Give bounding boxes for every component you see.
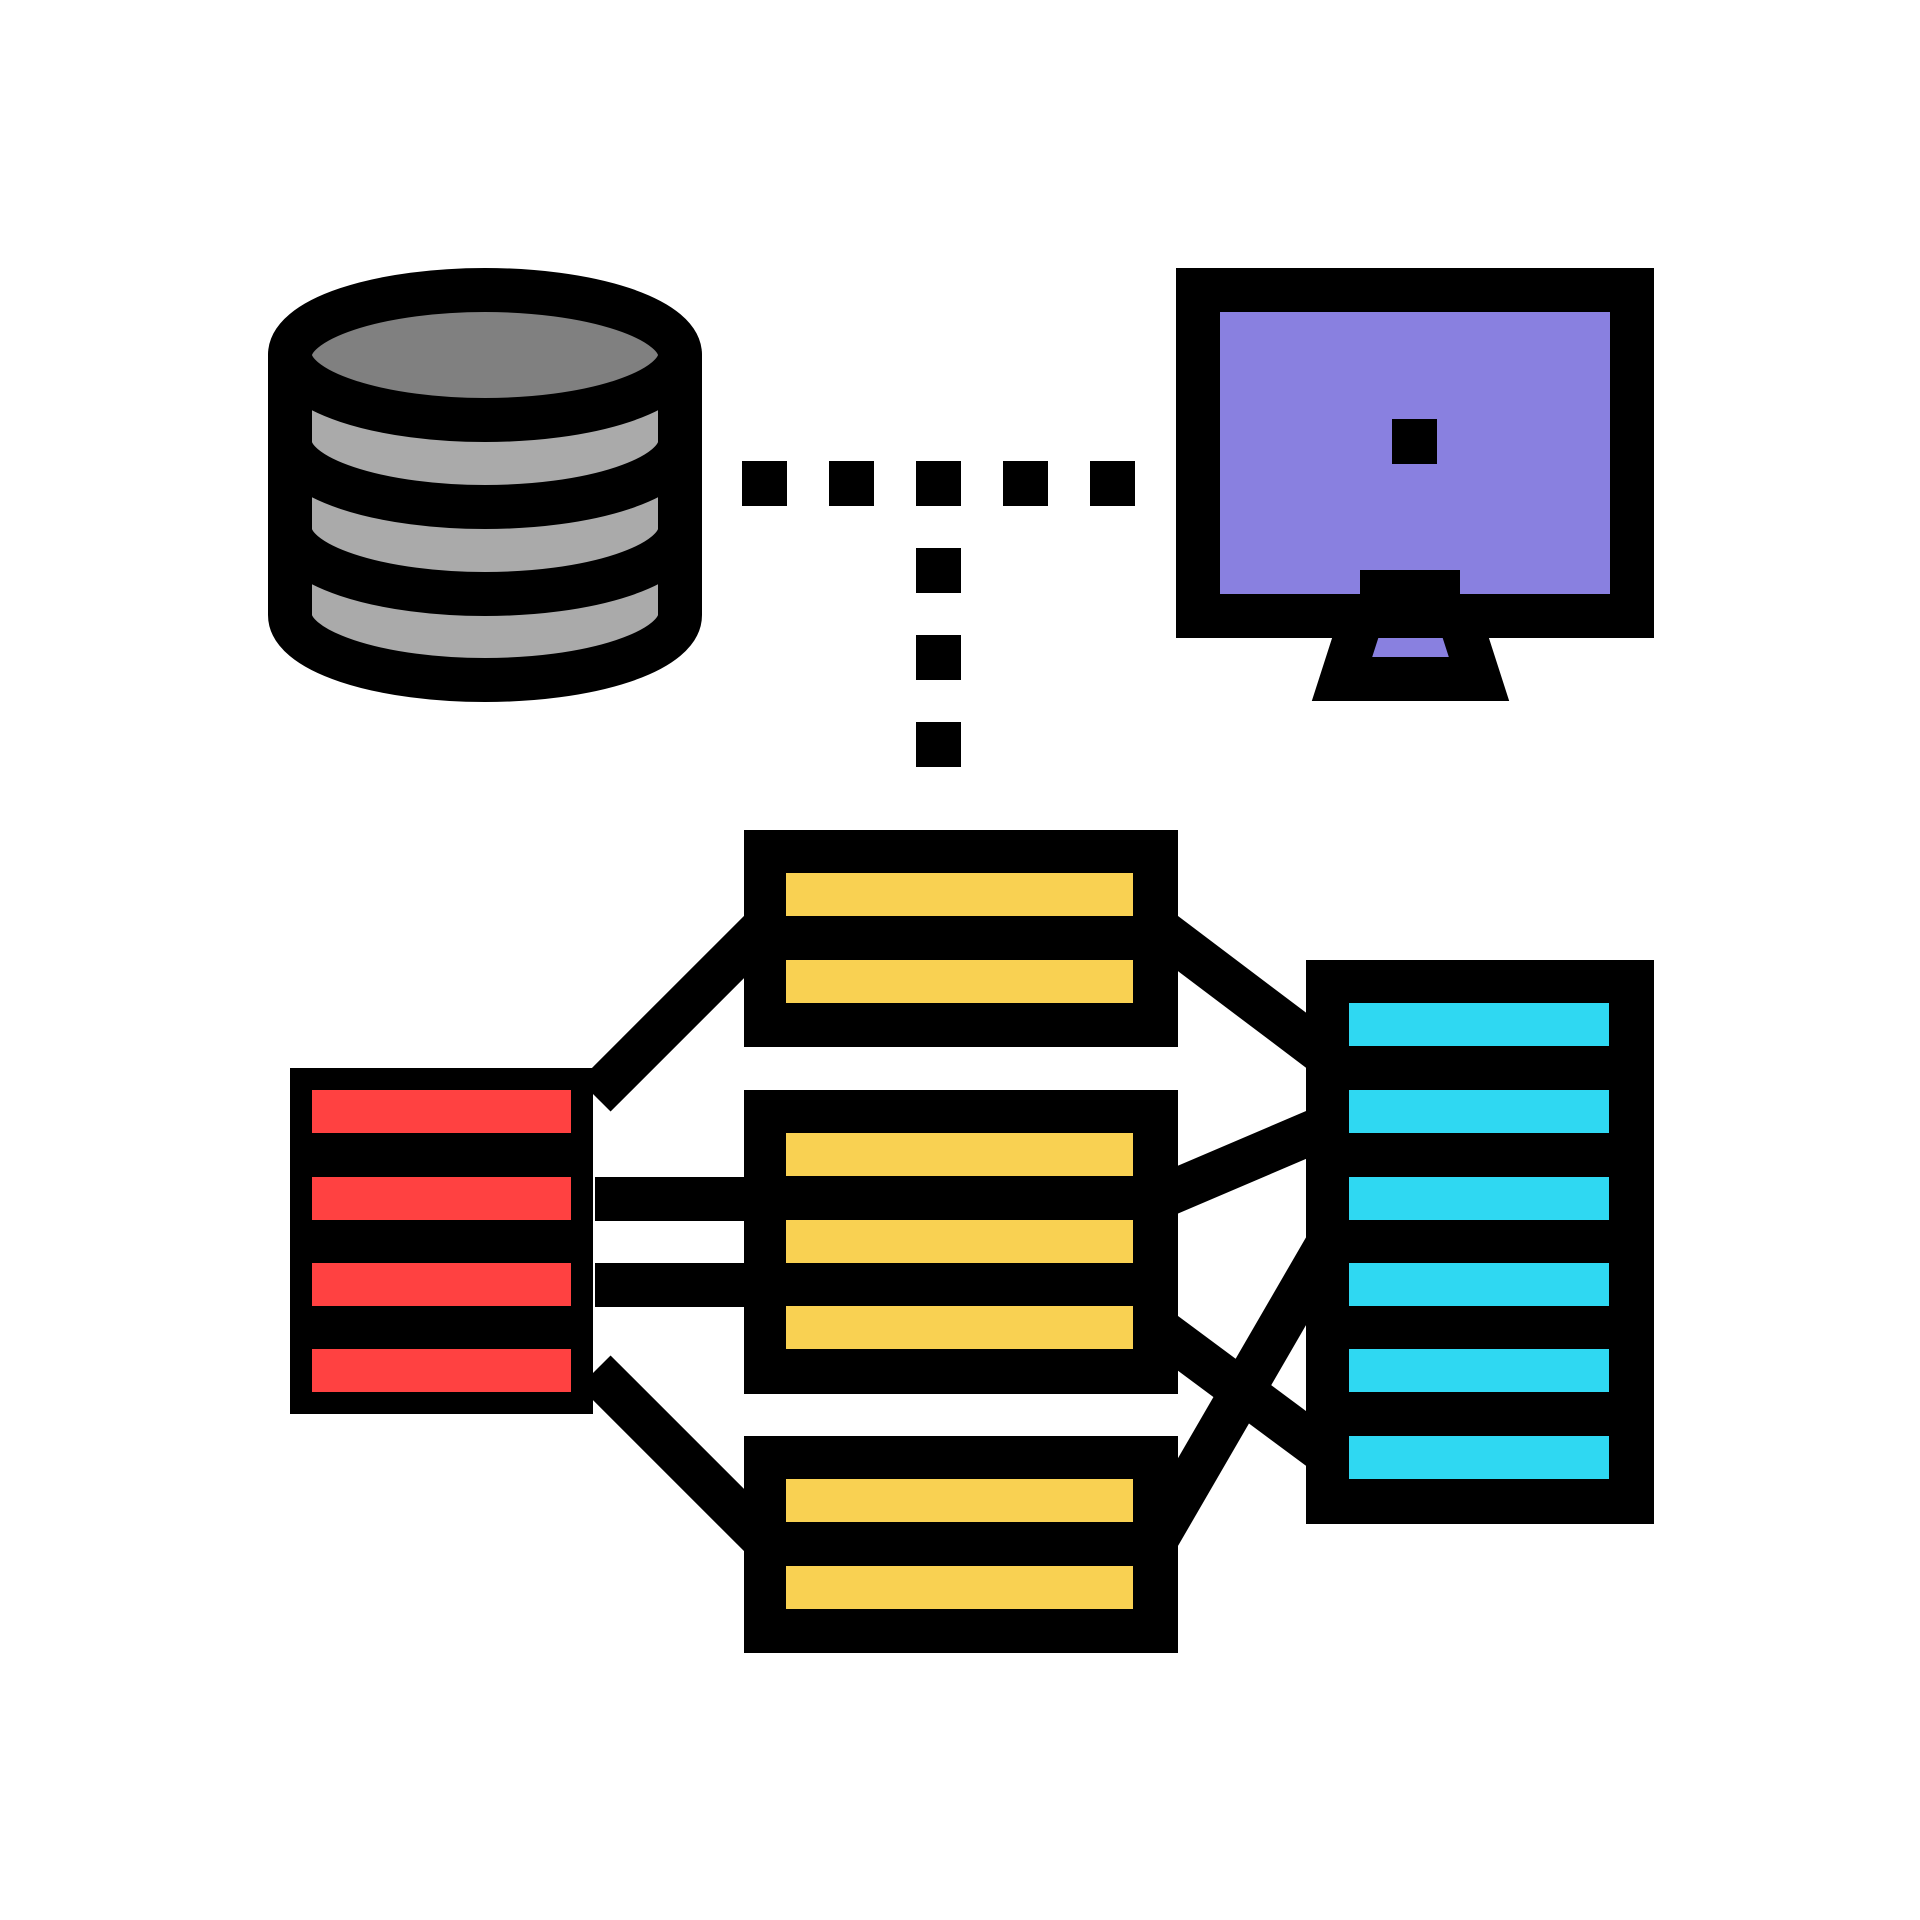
middle-row [786, 1566, 1133, 1609]
middle-table-bottom [744, 1436, 1178, 1653]
target-row [1349, 1177, 1609, 1220]
database-ring-2 [268, 527, 702, 616]
monitor-camera-dot [1392, 419, 1437, 464]
middle-row [786, 1306, 1133, 1349]
target-row [1349, 1263, 1609, 1306]
link-source-bottom [579, 1355, 780, 1556]
link-target-mid [1147, 1105, 1336, 1220]
connection-lines [579, 909, 1347, 1556]
middle-row [786, 1220, 1133, 1263]
source-row [312, 1349, 571, 1392]
connector-dot [1003, 461, 1048, 506]
target-row [1349, 1090, 1609, 1133]
target-table-icon [1306, 960, 1654, 1524]
middle-row [786, 960, 1133, 1003]
monitor-icon [1176, 268, 1654, 701]
middle-table-center [744, 1090, 1178, 1394]
connector-dot [916, 635, 961, 680]
source-row [312, 1090, 571, 1133]
source-table-icon [290, 1068, 593, 1414]
database-top [268, 268, 702, 442]
target-table-frame [1306, 960, 1654, 1524]
target-row [1349, 1436, 1609, 1479]
connector-dot [916, 548, 961, 593]
middle-table-frame [744, 1436, 1178, 1653]
connector-dot [916, 461, 961, 506]
monitor-neck [1360, 570, 1460, 614]
connector-dot [829, 461, 874, 506]
middle-row [786, 1479, 1133, 1522]
target-row [1349, 1349, 1609, 1392]
source-row [312, 1177, 571, 1220]
database-ring-1 [268, 440, 702, 529]
link-source-top [579, 911, 780, 1112]
dotted-connector [742, 461, 1135, 767]
middle-table-frame [744, 830, 1178, 1047]
middle-tables-icon [744, 830, 1178, 1653]
link-target-cross [1136, 1233, 1347, 1552]
connector-dot [1090, 461, 1135, 506]
middle-row [786, 873, 1133, 916]
database-icon [268, 268, 702, 702]
connector-dot [916, 722, 961, 767]
target-row [1349, 1003, 1609, 1046]
connector-dot [742, 461, 787, 506]
middle-table-top [744, 830, 1178, 1047]
middle-row [786, 1133, 1133, 1176]
link-target-top [1142, 909, 1341, 1074]
source-row [312, 1263, 571, 1306]
